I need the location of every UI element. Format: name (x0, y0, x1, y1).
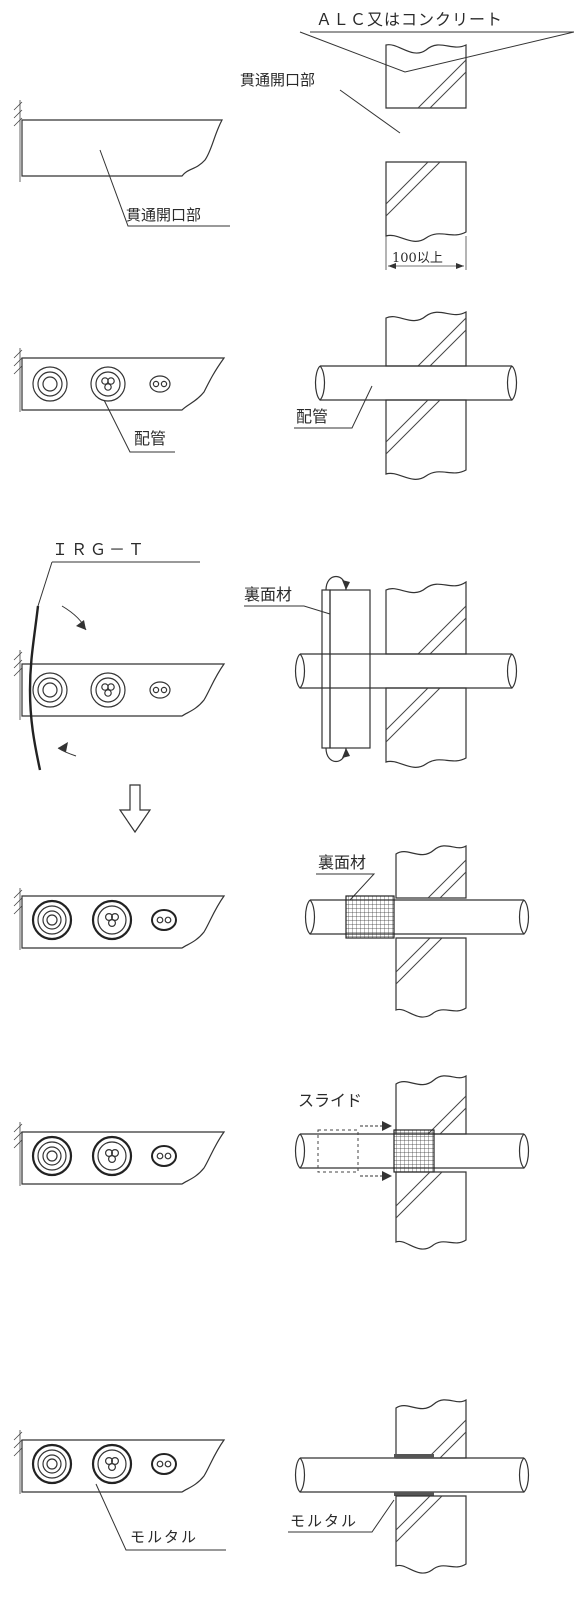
wall-lower-block (395, 937, 467, 1018)
mortar-fill-bottom (394, 1492, 434, 1496)
wall-lower-block (395, 1171, 467, 1250)
irg-t-sheet (28, 605, 42, 771)
backing-material-block (321, 575, 371, 763)
pipe-wrapped-small (151, 1453, 177, 1475)
mortar-leader-right (288, 1499, 395, 1533)
pipe-label-left: 配管 (134, 429, 166, 448)
wall-hatch-mark (13, 100, 23, 182)
slab-outline (21, 895, 226, 949)
mortar-fill-top (394, 1454, 434, 1458)
down-arrow-outline-icon (118, 784, 152, 834)
step-1-opening: 貫通開口部 ＡＬＣ又はコンクリート 貫通開口部 100以上 (13, 10, 574, 270)
dimension-100: 100以上 (385, 236, 467, 270)
pipe-leader-left (103, 399, 175, 453)
wall-lower-block (385, 399, 467, 480)
dimension-label: 100以上 (392, 251, 443, 266)
step-3-irg-t: ＩＲＧ－Ｔ (13, 540, 518, 771)
wall-upper-block (395, 1398, 467, 1459)
pipe-large-triple (90, 366, 126, 402)
pipe-wrapped-single (31, 899, 73, 941)
mortar-label-left: モルタル (130, 1528, 198, 1546)
pipe-small-double (149, 375, 171, 393)
wall-upper-block (385, 44, 467, 109)
pipe-section (294, 1457, 530, 1493)
pipe-section (304, 899, 530, 935)
wall-upper-block (395, 844, 467, 899)
step-4-wrapped: 裏面材 (13, 844, 530, 1018)
wall-hatch-mark (13, 888, 23, 950)
alc-leader (299, 31, 574, 73)
alc-label: ＡＬＣ又はコンクリート (316, 10, 503, 29)
wrap-arrow-lower (57, 747, 77, 757)
step-6-mortar: モルタル モルタル (13, 1398, 530, 1574)
wall-lower-block (395, 1495, 467, 1574)
opening-label-right: 貫通開口部 (240, 71, 315, 89)
backing-label-step3: 裏面材 (244, 585, 292, 604)
wall-hatch-mark (13, 1430, 23, 1494)
backing-leader-step4 (316, 873, 376, 901)
pipe-wrapped-small (151, 1145, 177, 1167)
pipe-section (314, 365, 518, 401)
wall-lower-block (385, 161, 467, 242)
backing-label-step4: 裏面材 (318, 853, 366, 872)
slab-outline (21, 357, 226, 411)
pipe-section (294, 653, 518, 689)
wall-upper-block (385, 580, 467, 655)
pipe-large-single (32, 672, 68, 708)
mortar-label-right: モルタル (290, 1512, 358, 1530)
wall-hatch-mark (13, 1122, 23, 1186)
pipe-wrapped-single (31, 1135, 73, 1177)
slab-outline-mortar (21, 1439, 226, 1493)
mortar-leader-left (95, 1483, 226, 1551)
pipe-label-right: 配管 (296, 407, 328, 426)
wall-hatch-mark (13, 348, 23, 412)
irg-t-wrap-band (393, 1129, 435, 1173)
pipe-large-triple (90, 672, 126, 708)
slide-arrow-icon (360, 1121, 392, 1181)
pipe-small-double (149, 681, 171, 699)
wall-hatch-mark (13, 650, 23, 720)
pipe-wrapped-triple (91, 1135, 133, 1177)
slab-outline (21, 663, 226, 717)
wall-lower-block (385, 687, 467, 768)
opening-leader (99, 149, 230, 227)
wall-upper-block (385, 310, 467, 367)
wall-upper-block (395, 1074, 467, 1135)
pipe-wrapped-small (151, 909, 177, 931)
irg-t-wrap-band (345, 895, 395, 939)
irg-label: ＩＲＧ－Ｔ (52, 540, 147, 559)
opening-outline (21, 119, 223, 177)
slide-label: スライド (298, 1091, 362, 1110)
slab-outline (21, 1131, 226, 1185)
opening-label-left: 貫通開口部 (126, 206, 201, 224)
pipe-wrapped-triple (91, 899, 133, 941)
previous-position-outline (317, 1129, 359, 1173)
pipe-large-single (32, 366, 68, 402)
step-2-pipes: 配管 配管 (13, 310, 518, 480)
pipe-wrapped-single (31, 1443, 73, 1485)
pipe-leader-right (294, 385, 373, 429)
pipe-wrapped-triple (91, 1443, 133, 1485)
step-5-slide: スライド (13, 1074, 530, 1250)
backing-leader-step3 (244, 605, 331, 615)
